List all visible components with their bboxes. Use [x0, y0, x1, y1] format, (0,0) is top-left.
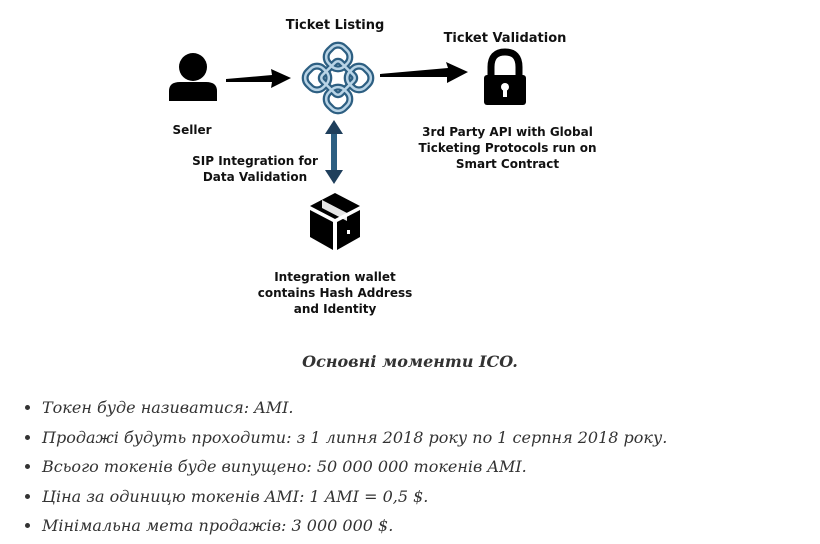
- list-item: Всього токенів буде випущено: 50 000 000…: [42, 452, 667, 482]
- list-item: Ціна за одиницю токенів AMI: 1 AMI = 0,5…: [42, 482, 667, 512]
- lock-icon: [484, 48, 526, 105]
- list-item: Мінімальна мета продажів: 3 000 000 $.: [42, 511, 667, 541]
- box-icon: [310, 193, 360, 250]
- ticket-validation-label: Ticket Validation: [443, 31, 567, 46]
- section-caption: Основні моменти ICO.: [302, 352, 518, 371]
- diagram-graphics: [169, 41, 526, 250]
- wallet-label: Integration wallet contains Hash Address…: [257, 270, 413, 316]
- list-item: Продажі будуть проходити: з 1 липня 2018…: [42, 423, 667, 453]
- person-icon: [169, 53, 217, 101]
- arrow-listing-to-validation: [380, 62, 468, 83]
- knot-icon: [301, 41, 375, 115]
- arrow-seller-to-listing: [226, 69, 291, 88]
- sip-label: SIP Integration for Data Validation: [192, 154, 318, 184]
- list-item: Токен буде називатися: AMI.: [42, 393, 667, 423]
- ticket-listing-label: Ticket Listing: [285, 18, 385, 33]
- ico-facts-list: Токен буде називатися: AMI. Продажі буду…: [22, 393, 667, 541]
- seller-label: Seller: [172, 123, 212, 137]
- double-arrow: [325, 120, 343, 184]
- api-label: 3rd Party API with Global Ticketing Prot…: [418, 125, 597, 171]
- diagram: Ticket Listing Ticket Validation Seller …: [169, 18, 597, 316]
